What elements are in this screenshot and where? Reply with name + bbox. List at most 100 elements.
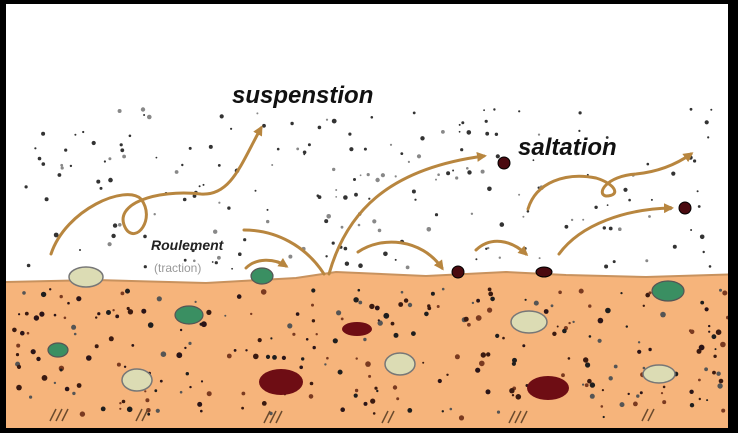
bed-grain [475, 368, 480, 373]
bed-grain [726, 316, 730, 320]
air-particle [705, 120, 709, 124]
bed-grain [512, 394, 514, 396]
air-particle [256, 112, 258, 114]
air-particle [603, 226, 606, 229]
air-particle [230, 128, 232, 130]
air-particle [613, 260, 616, 263]
air-particle [420, 136, 424, 140]
bed-grain [568, 357, 571, 360]
bed-grain [636, 394, 639, 397]
air-particle [360, 174, 362, 176]
bed-grain [601, 405, 604, 408]
bed-grain [446, 374, 448, 376]
air-particle [154, 213, 156, 215]
bed-grain [310, 382, 314, 386]
bed-grain [459, 415, 464, 420]
saltating-grain [498, 157, 510, 169]
bed-grain [661, 392, 663, 394]
suspension-label: suspenstion [232, 82, 373, 110]
air-particle [326, 214, 331, 219]
bed-grain [97, 312, 100, 315]
bed-grain [398, 302, 403, 307]
bed-grain [27, 332, 30, 335]
air-particle [459, 124, 461, 126]
air-particle [209, 145, 213, 149]
air-particle [604, 265, 608, 269]
bed-grain [585, 383, 589, 387]
bed-grain [368, 375, 371, 378]
bed-grain [65, 387, 70, 392]
air-particle [74, 134, 76, 136]
air-particle [231, 268, 233, 270]
air-particle [189, 147, 192, 150]
bed-grain [156, 409, 160, 413]
bed-grain [112, 309, 114, 311]
bed-grain [125, 289, 130, 294]
air-particle [344, 247, 348, 251]
air-particle [318, 126, 322, 130]
air-particle [481, 170, 485, 174]
bed-grain [364, 402, 368, 406]
air-particle [335, 196, 337, 198]
air-particle [212, 261, 214, 263]
bed-grain [282, 356, 286, 360]
bed-grain [720, 342, 726, 348]
air-particle [199, 185, 201, 187]
bed-grain [266, 355, 270, 359]
air-particle [290, 122, 293, 125]
bed-grain [427, 304, 430, 307]
air-particle [277, 148, 280, 151]
air-particle [42, 162, 46, 166]
bed-grain [637, 350, 641, 354]
bed-grain [408, 303, 412, 307]
air-particle [156, 157, 158, 159]
air-particle [215, 261, 218, 264]
bed-grain [234, 349, 237, 352]
bed-grain [589, 335, 592, 338]
bed-grain [12, 328, 17, 333]
bed-grain [128, 309, 133, 314]
air-particle [332, 242, 335, 245]
bed-grain [200, 410, 203, 413]
air-particle [437, 173, 440, 176]
bed-grain [558, 291, 562, 295]
bed-grain [363, 338, 366, 341]
air-particle [607, 204, 609, 206]
bed-grain [189, 386, 191, 388]
bed-grain [516, 394, 522, 400]
bed-grain [115, 315, 119, 319]
bed-grain [49, 288, 51, 290]
air-particle [471, 213, 473, 215]
bed-grain [394, 333, 399, 338]
suspension-trajectory-arrow [51, 128, 261, 254]
air-particle [647, 163, 650, 166]
bed-grain [442, 410, 444, 412]
bed-grain [18, 313, 20, 315]
bed-grain [472, 302, 474, 304]
air-particle [45, 197, 49, 201]
bed-grain [340, 407, 345, 412]
bed-grain [206, 310, 211, 315]
air-particle [467, 130, 472, 135]
air-particle [203, 184, 205, 186]
bed-grain [583, 357, 588, 362]
bed-grain [486, 352, 490, 356]
air-particle [485, 248, 487, 250]
air-particle [417, 154, 421, 158]
bed-grain [598, 318, 604, 324]
bed-grain [437, 305, 440, 308]
bed-grain [201, 321, 207, 327]
bed-grain [301, 357, 304, 360]
bed-grain [455, 354, 460, 359]
bed-grain [401, 291, 404, 294]
bed-grain [141, 309, 146, 314]
bed-grain [312, 319, 315, 322]
bed-grain [643, 305, 645, 307]
air-particle [262, 124, 266, 128]
air-particle [645, 259, 648, 262]
bed-grain [713, 355, 716, 358]
air-particle [395, 175, 397, 177]
bed-grain [551, 304, 554, 307]
air-particle [690, 229, 692, 231]
